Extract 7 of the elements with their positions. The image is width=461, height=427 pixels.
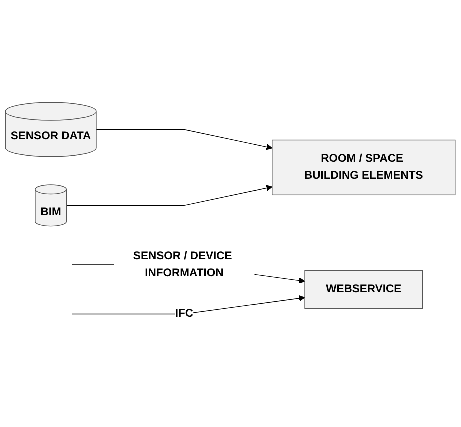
edge-label: IFC [175, 308, 194, 320]
arrow [96, 129, 273, 150]
edge-label: SENSOR / DEVICE INFORMATION [133, 250, 232, 279]
arrow [66, 184, 273, 206]
node-box: ROOM / SPACE BUILDING ELEMENTS [272, 140, 456, 196]
node-box: WEBSERVICE [304, 270, 424, 309]
arrow [72, 295, 306, 314]
